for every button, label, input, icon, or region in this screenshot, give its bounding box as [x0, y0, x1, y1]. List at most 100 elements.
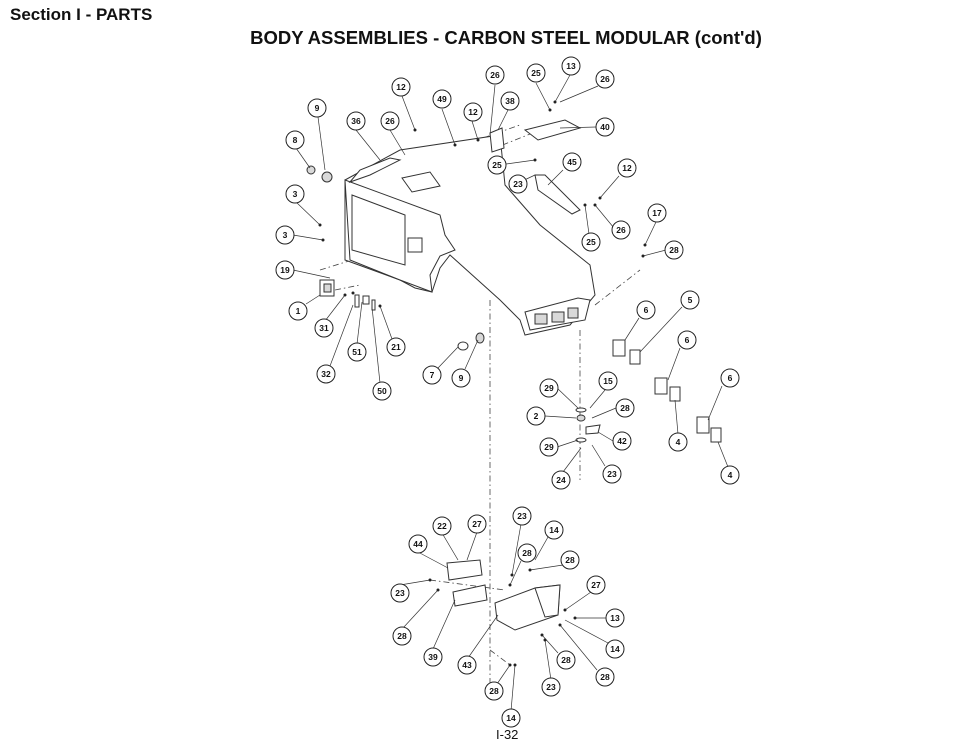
svg-text:21: 21 — [391, 342, 401, 352]
callout: 28 — [556, 650, 576, 670]
svg-text:5: 5 — [688, 295, 693, 305]
callout: 26 — [380, 111, 400, 131]
callout: 4 — [668, 432, 688, 452]
svg-text:13: 13 — [610, 613, 620, 623]
svg-text:42: 42 — [617, 436, 627, 446]
component-parts — [306, 119, 722, 631]
svg-text:23: 23 — [513, 179, 523, 189]
svg-text:12: 12 — [622, 163, 632, 173]
callout: 12 — [617, 158, 637, 178]
svg-text:36: 36 — [351, 116, 361, 126]
callout: 44 — [408, 534, 428, 554]
callout: 29 — [539, 437, 559, 457]
callout: 14 — [544, 520, 564, 540]
svg-text:31: 31 — [319, 323, 329, 333]
callout: 39 — [423, 647, 443, 667]
svg-text:8: 8 — [293, 135, 298, 145]
callout: 38 — [500, 91, 520, 111]
callout: 31 — [314, 318, 334, 338]
callout: 23 — [602, 464, 622, 484]
svg-text:49: 49 — [437, 94, 447, 104]
callout: 13 — [605, 608, 625, 628]
svg-text:12: 12 — [468, 107, 478, 117]
svg-text:27: 27 — [472, 519, 482, 529]
callout: 15 — [598, 371, 618, 391]
svg-text:6: 6 — [644, 305, 649, 315]
callout: 25 — [487, 155, 507, 175]
callout: 17 — [647, 203, 667, 223]
callout: 22 — [432, 516, 452, 536]
callout: 28 — [392, 626, 412, 646]
svg-text:44: 44 — [413, 539, 423, 549]
callout: 28 — [664, 240, 684, 260]
svg-text:26: 26 — [616, 225, 626, 235]
callout: 26 — [595, 69, 615, 89]
svg-text:25: 25 — [531, 68, 541, 78]
svg-text:43: 43 — [462, 660, 472, 670]
svg-text:25: 25 — [586, 237, 596, 247]
section-title: Section I - PARTS — [10, 5, 153, 24]
callout: 3 — [275, 225, 295, 245]
callout: 25 — [526, 63, 546, 83]
callout: 28 — [484, 681, 504, 701]
svg-text:1: 1 — [296, 306, 301, 316]
svg-text:25: 25 — [492, 160, 502, 170]
svg-text:19: 19 — [280, 265, 290, 275]
callout: 36 — [346, 111, 366, 131]
svg-text:23: 23 — [546, 682, 556, 692]
callout: 7 — [422, 365, 442, 385]
callout: 9 — [451, 368, 471, 388]
svg-text:45: 45 — [567, 157, 577, 167]
svg-text:3: 3 — [283, 230, 288, 240]
callout: 27 — [586, 575, 606, 595]
page-title: BODY ASSEMBLIES - CARBON STEEL MODULAR (… — [250, 27, 762, 48]
callout: 13 — [561, 56, 581, 76]
svg-text:26: 26 — [385, 116, 395, 126]
callout: 28 — [517, 543, 537, 563]
svg-text:40: 40 — [600, 122, 610, 132]
svg-text:9: 9 — [459, 373, 464, 383]
svg-text:23: 23 — [395, 588, 405, 598]
callout: 8 — [285, 130, 305, 150]
svg-text:9: 9 — [315, 103, 320, 113]
svg-text:39: 39 — [428, 652, 438, 662]
svg-text:29: 29 — [544, 383, 554, 393]
callout: 40 — [595, 117, 615, 137]
svg-text:28: 28 — [620, 403, 630, 413]
callout: 51 — [347, 342, 367, 362]
callout: 6 — [677, 330, 697, 350]
svg-text:51: 51 — [352, 347, 362, 357]
svg-text:28: 28 — [397, 631, 407, 641]
svg-text:28: 28 — [600, 672, 610, 682]
svg-text:14: 14 — [549, 525, 559, 535]
svg-text:32: 32 — [321, 369, 331, 379]
callout: 23 — [541, 677, 561, 697]
callout: 26 — [611, 220, 631, 240]
callout: 24 — [551, 470, 571, 490]
svg-text:24: 24 — [556, 475, 566, 485]
callout: 29 — [539, 378, 559, 398]
callout: 2 — [526, 406, 546, 426]
svg-text:28: 28 — [669, 245, 679, 255]
callout: 9 — [307, 98, 327, 118]
callout: 28 — [560, 550, 580, 570]
callout: 23 — [512, 506, 532, 526]
callout: 23 — [390, 583, 410, 603]
callout: 3 — [285, 184, 305, 204]
svg-text:14: 14 — [610, 644, 620, 654]
carbon-steel-body — [344, 134, 596, 336]
svg-text:28: 28 — [489, 686, 499, 696]
svg-text:27: 27 — [591, 580, 601, 590]
svg-text:14: 14 — [506, 713, 516, 723]
svg-text:7: 7 — [430, 370, 435, 380]
callout: 26 — [485, 65, 505, 85]
callout: 28 — [615, 398, 635, 418]
page-number: I-32 — [496, 727, 519, 742]
svg-text:26: 26 — [490, 70, 500, 80]
callout: 1 — [288, 301, 308, 321]
svg-text:4: 4 — [676, 437, 681, 447]
callout: 14 — [605, 639, 625, 659]
callout: 43 — [457, 655, 477, 675]
callout: 25 — [581, 232, 601, 252]
